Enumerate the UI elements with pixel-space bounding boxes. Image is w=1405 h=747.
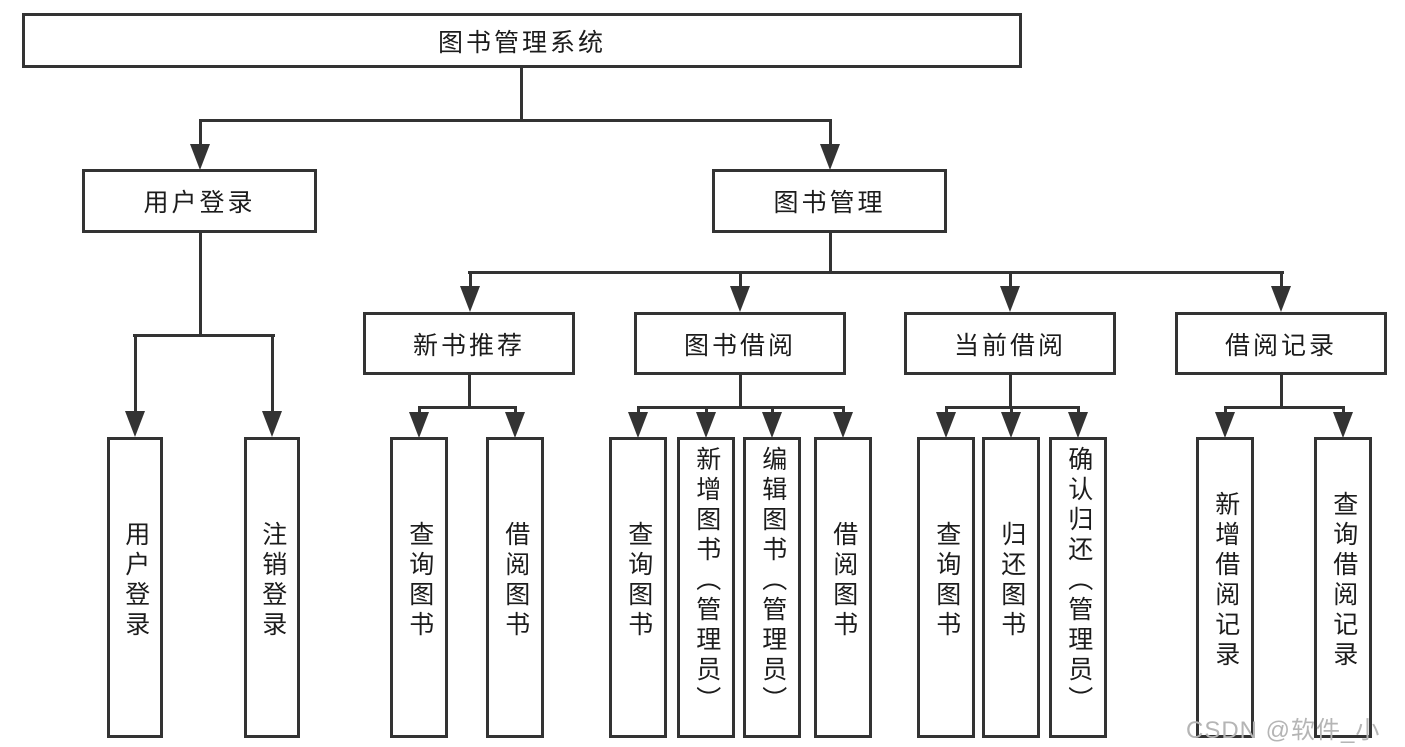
leaf-borrow-add-admin-label: 新增图书（管理员） (692, 445, 721, 716)
arrowhead (1333, 412, 1353, 438)
connector-line (199, 233, 202, 337)
leaf-current-query: 查询图书 (917, 437, 975, 738)
connector-line (134, 334, 137, 414)
leaf-current-confirm-return-admin: 确认归还（管理员） (1049, 437, 1107, 738)
leaf-newbook-query-label: 查询图书 (405, 520, 434, 641)
connector-line (418, 406, 421, 416)
connector-line (829, 233, 832, 274)
connector-line (133, 334, 275, 337)
connector-line (739, 271, 742, 289)
arrowhead (820, 144, 840, 170)
leaf-records-add-label: 新增借阅记录 (1211, 490, 1240, 671)
leaf-borrow-edit-admin: 编辑图书（管理员） (743, 437, 801, 738)
connector-line (1280, 375, 1283, 408)
connector-line (418, 406, 517, 409)
node-book-borrow: 图书借阅 (634, 312, 846, 375)
leaf-records-query-label: 查询借阅记录 (1329, 490, 1358, 671)
arrowhead (696, 412, 716, 438)
connector-line (520, 68, 523, 121)
connector-line (1224, 406, 1345, 409)
arrowhead (1271, 286, 1291, 312)
connector-line (468, 375, 471, 408)
leaf-logout: 注销登录 (244, 437, 300, 738)
connector-line (637, 406, 640, 416)
connector-line (1010, 406, 1013, 416)
connector-line (1342, 406, 1345, 416)
leaf-newbook-query: 查询图书 (390, 437, 448, 738)
connector-line (705, 406, 708, 416)
arrowhead (125, 411, 145, 437)
arrowhead (628, 412, 648, 438)
leaf-newbook-borrow-label: 借阅图书 (501, 520, 530, 641)
node-new-book-recommend: 新书推荐 (363, 312, 575, 375)
node-book-management-label: 图书管理 (773, 189, 886, 217)
leaf-user-login-label: 用户登录 (121, 520, 150, 641)
arrowhead (762, 412, 782, 438)
node-root-label: 图书管理系统 (437, 28, 606, 57)
connector-line (1224, 406, 1227, 416)
leaf-records-add: 新增借阅记录 (1196, 437, 1254, 738)
arrowhead (262, 411, 282, 437)
leaf-borrow-borrow: 借阅图书 (814, 437, 872, 738)
leaf-current-confirm-return-admin-label: 确认归还（管理员） (1064, 445, 1093, 716)
leaf-borrow-borrow-label: 借阅图书 (829, 520, 858, 641)
node-book-borrow-label: 图书借阅 (683, 331, 796, 360)
arrowhead (936, 412, 956, 438)
connector-line (945, 406, 948, 416)
connector-line (469, 271, 472, 289)
leaf-current-return-label: 归还图书 (997, 520, 1026, 641)
leaf-user-login: 用户登录 (107, 437, 163, 738)
node-user-login-label: 用户登录 (143, 189, 256, 217)
connector-line (1009, 271, 1012, 289)
node-root: 图书管理系统 (22, 13, 1022, 68)
arrowhead (1001, 412, 1021, 438)
connector-line (829, 119, 832, 149)
leaf-current-query-label: 查询图书 (932, 520, 961, 641)
node-borrow-records-label: 借阅记录 (1224, 331, 1337, 360)
node-current-borrow: 当前借阅 (904, 312, 1116, 375)
connector-line (771, 406, 774, 416)
connector-line (739, 375, 742, 408)
connector-line (468, 271, 1284, 274)
arrowhead (409, 412, 429, 438)
arrowhead (505, 412, 525, 438)
arrowhead (1000, 286, 1020, 312)
connector-line (514, 406, 517, 416)
leaf-records-query: 查询借阅记录 (1314, 437, 1372, 738)
arrowhead (1068, 412, 1088, 438)
node-borrow-records: 借阅记录 (1175, 312, 1387, 375)
node-user-login: 用户登录 (82, 169, 317, 233)
connector-line (1280, 271, 1283, 289)
arrowhead (190, 144, 210, 170)
watermark: CSDN @软件_小贺同学 (1186, 717, 1381, 744)
connector-line (637, 406, 845, 409)
leaf-borrow-query-label: 查询图书 (624, 520, 653, 641)
connector-line (271, 334, 274, 414)
arrowhead (1215, 412, 1235, 438)
arrowhead (730, 286, 750, 312)
leaf-logout-label: 注销登录 (258, 520, 287, 641)
node-book-management: 图书管理 (712, 169, 947, 233)
leaf-borrow-query: 查询图书 (609, 437, 667, 738)
leaf-newbook-borrow: 借阅图书 (486, 437, 544, 738)
connector-line (1009, 375, 1012, 408)
connector-line (199, 119, 202, 149)
leaf-borrow-edit-admin-label: 编辑图书（管理员） (758, 445, 787, 716)
leaf-current-return: 归还图书 (982, 437, 1040, 738)
leaf-borrow-add-admin: 新增图书（管理员） (677, 437, 735, 738)
node-current-borrow-label: 当前借阅 (953, 331, 1066, 360)
connector-line (842, 406, 845, 416)
arrowhead (460, 286, 480, 312)
connector-line (1077, 406, 1080, 416)
node-new-book-recommend-label: 新书推荐 (412, 331, 525, 360)
connector-line (199, 119, 832, 122)
arrowhead (833, 412, 853, 438)
